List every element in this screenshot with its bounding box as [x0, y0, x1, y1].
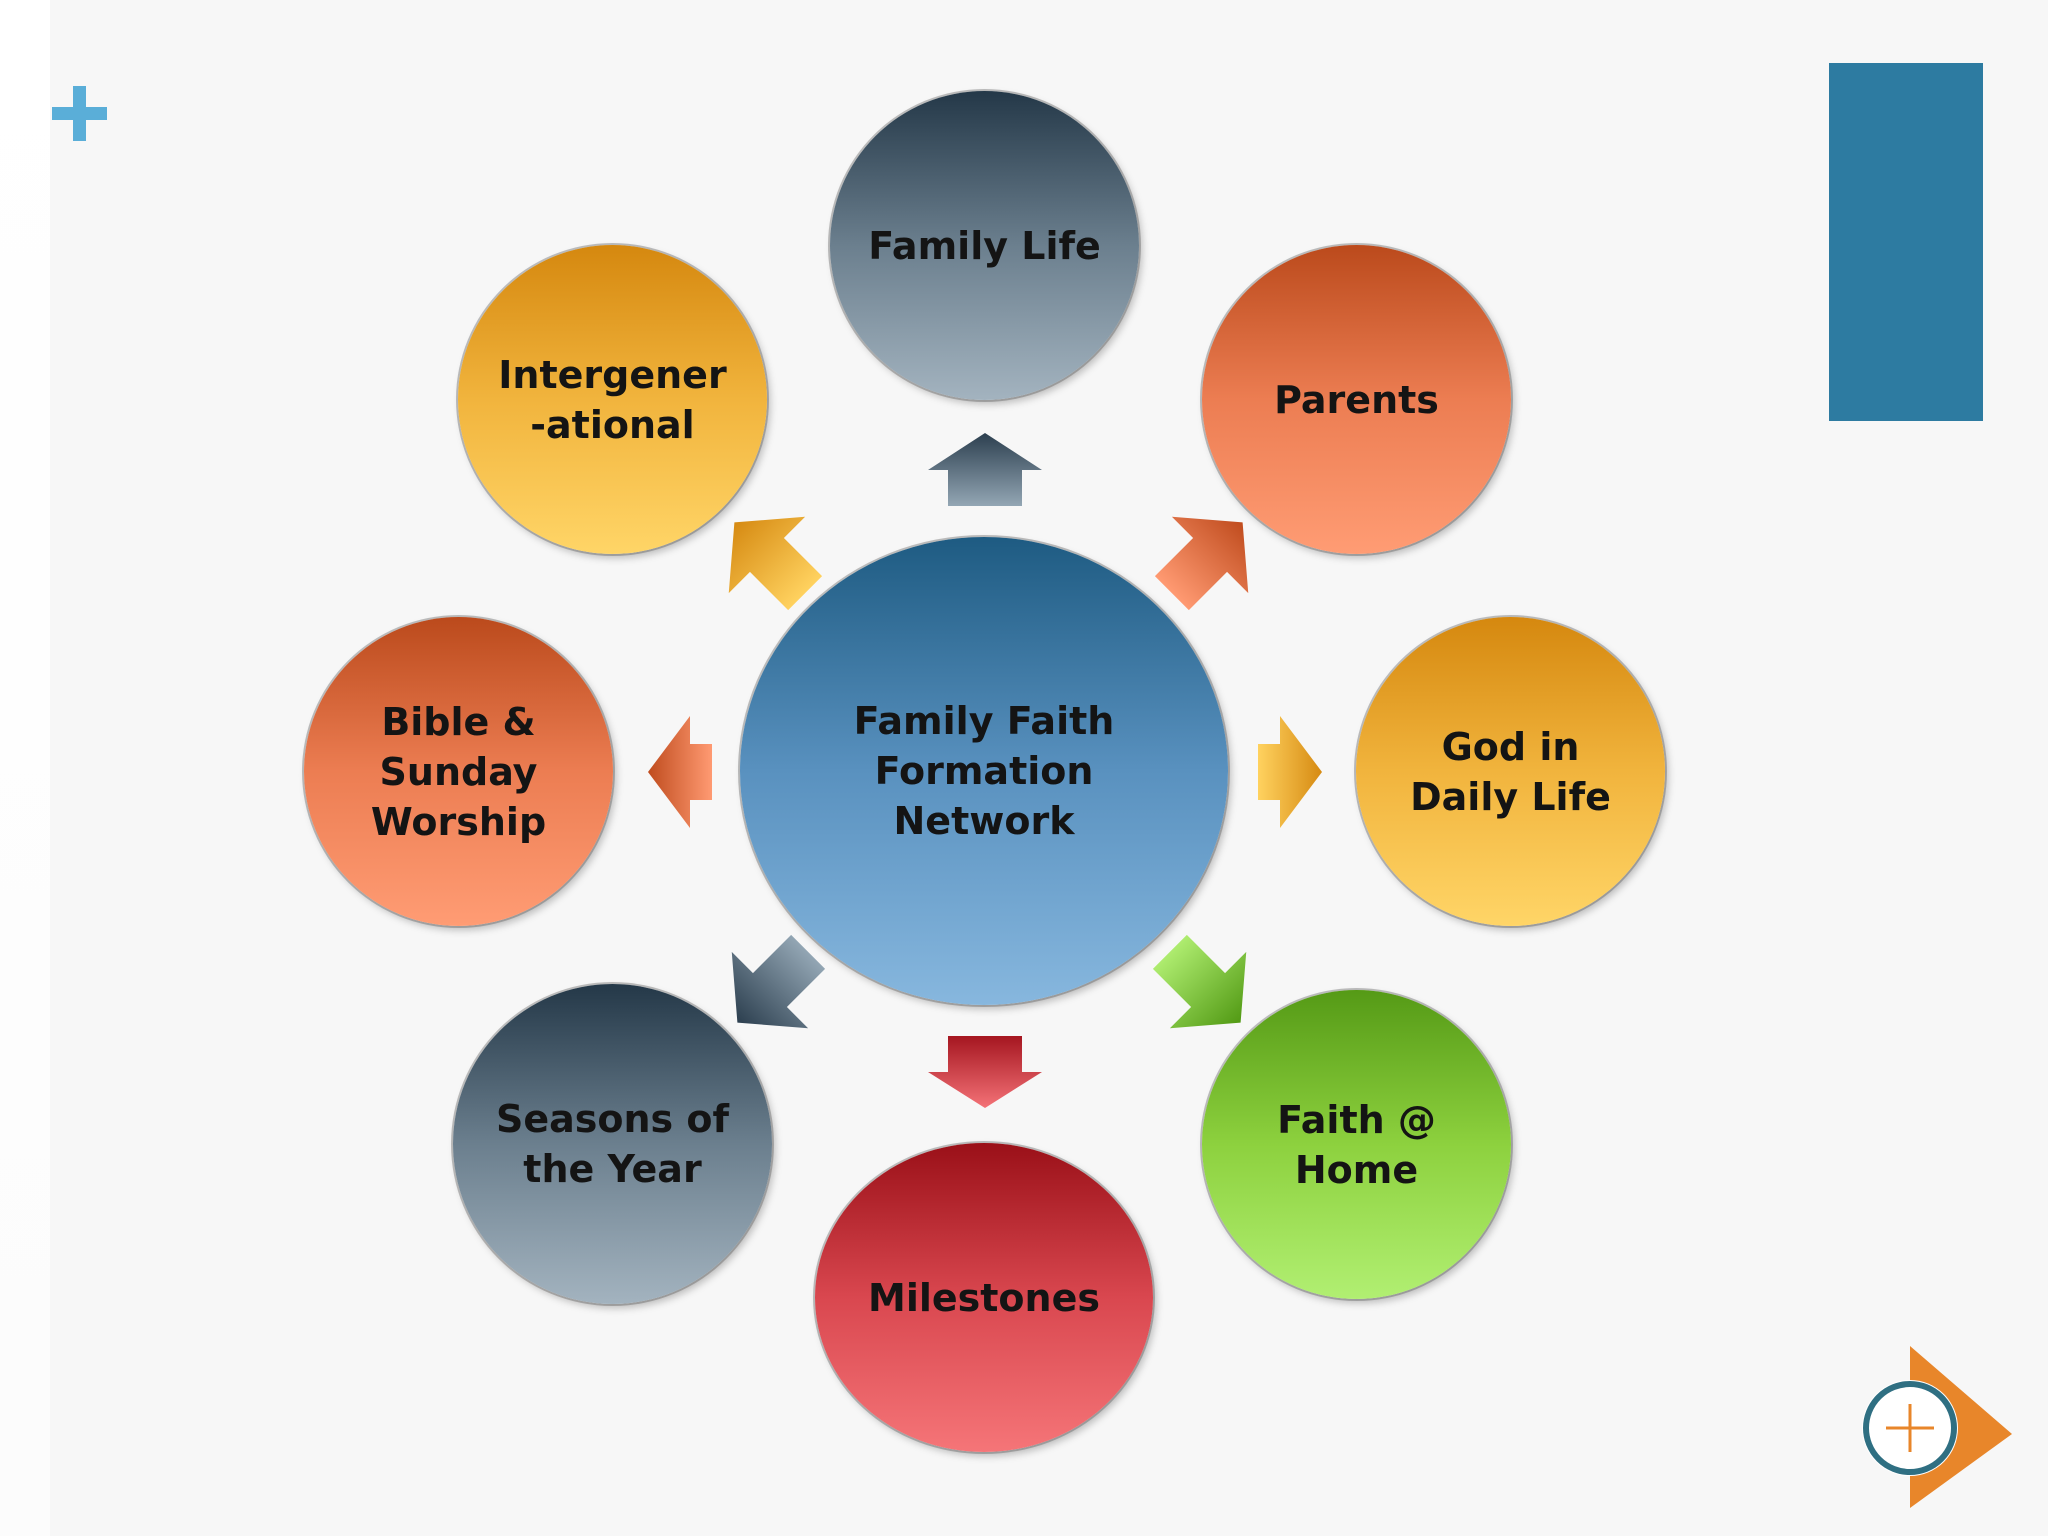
- arrow-up: [928, 433, 1042, 506]
- arrow-east: [1258, 716, 1322, 828]
- arrow-northeast: [1154, 516, 1249, 611]
- node-label: God in Daily Life: [1410, 724, 1611, 819]
- arrow-southeast: [1152, 934, 1247, 1029]
- center-node: Family Faith Formation Network: [740, 537, 1228, 1005]
- node-label: Bible & Sunday Worship: [370, 699, 547, 844]
- node-seasons-of-the-year: Seasons of the Year: [453, 984, 772, 1304]
- arrow-northwest: [728, 516, 823, 611]
- node-label: Seasons of the Year: [495, 1097, 730, 1191]
- node-milestones: Milestones: [815, 1143, 1153, 1452]
- node-intergenerational: Intergener -ational: [458, 245, 767, 554]
- node-label: Parents: [1274, 377, 1439, 422]
- node-family-life: Family Life: [830, 91, 1139, 400]
- plus-icon: [52, 86, 107, 141]
- center-node-label: Family Faith Formation Network: [853, 699, 1115, 843]
- blue-accent-block: [1829, 63, 1983, 421]
- node-faith-at-home: Faith @ Home: [1202, 990, 1511, 1299]
- node-parents: Parents: [1202, 245, 1511, 554]
- node-god-in-daily-life: God in Daily Life: [1356, 617, 1665, 926]
- node-label: Intergener -ational: [498, 352, 727, 447]
- arrow-down: [928, 1036, 1042, 1108]
- node-bible-sunday-worship: Bible & Sunday Worship: [304, 617, 613, 926]
- play-plus-logo-icon: [1862, 1346, 2012, 1508]
- node-label: Milestones: [868, 1275, 1100, 1320]
- arrow-southwest: [731, 934, 826, 1029]
- node-label: Faith @ Home: [1277, 1097, 1436, 1192]
- node-label: Family Life: [868, 223, 1101, 268]
- arrow-west: [648, 716, 712, 828]
